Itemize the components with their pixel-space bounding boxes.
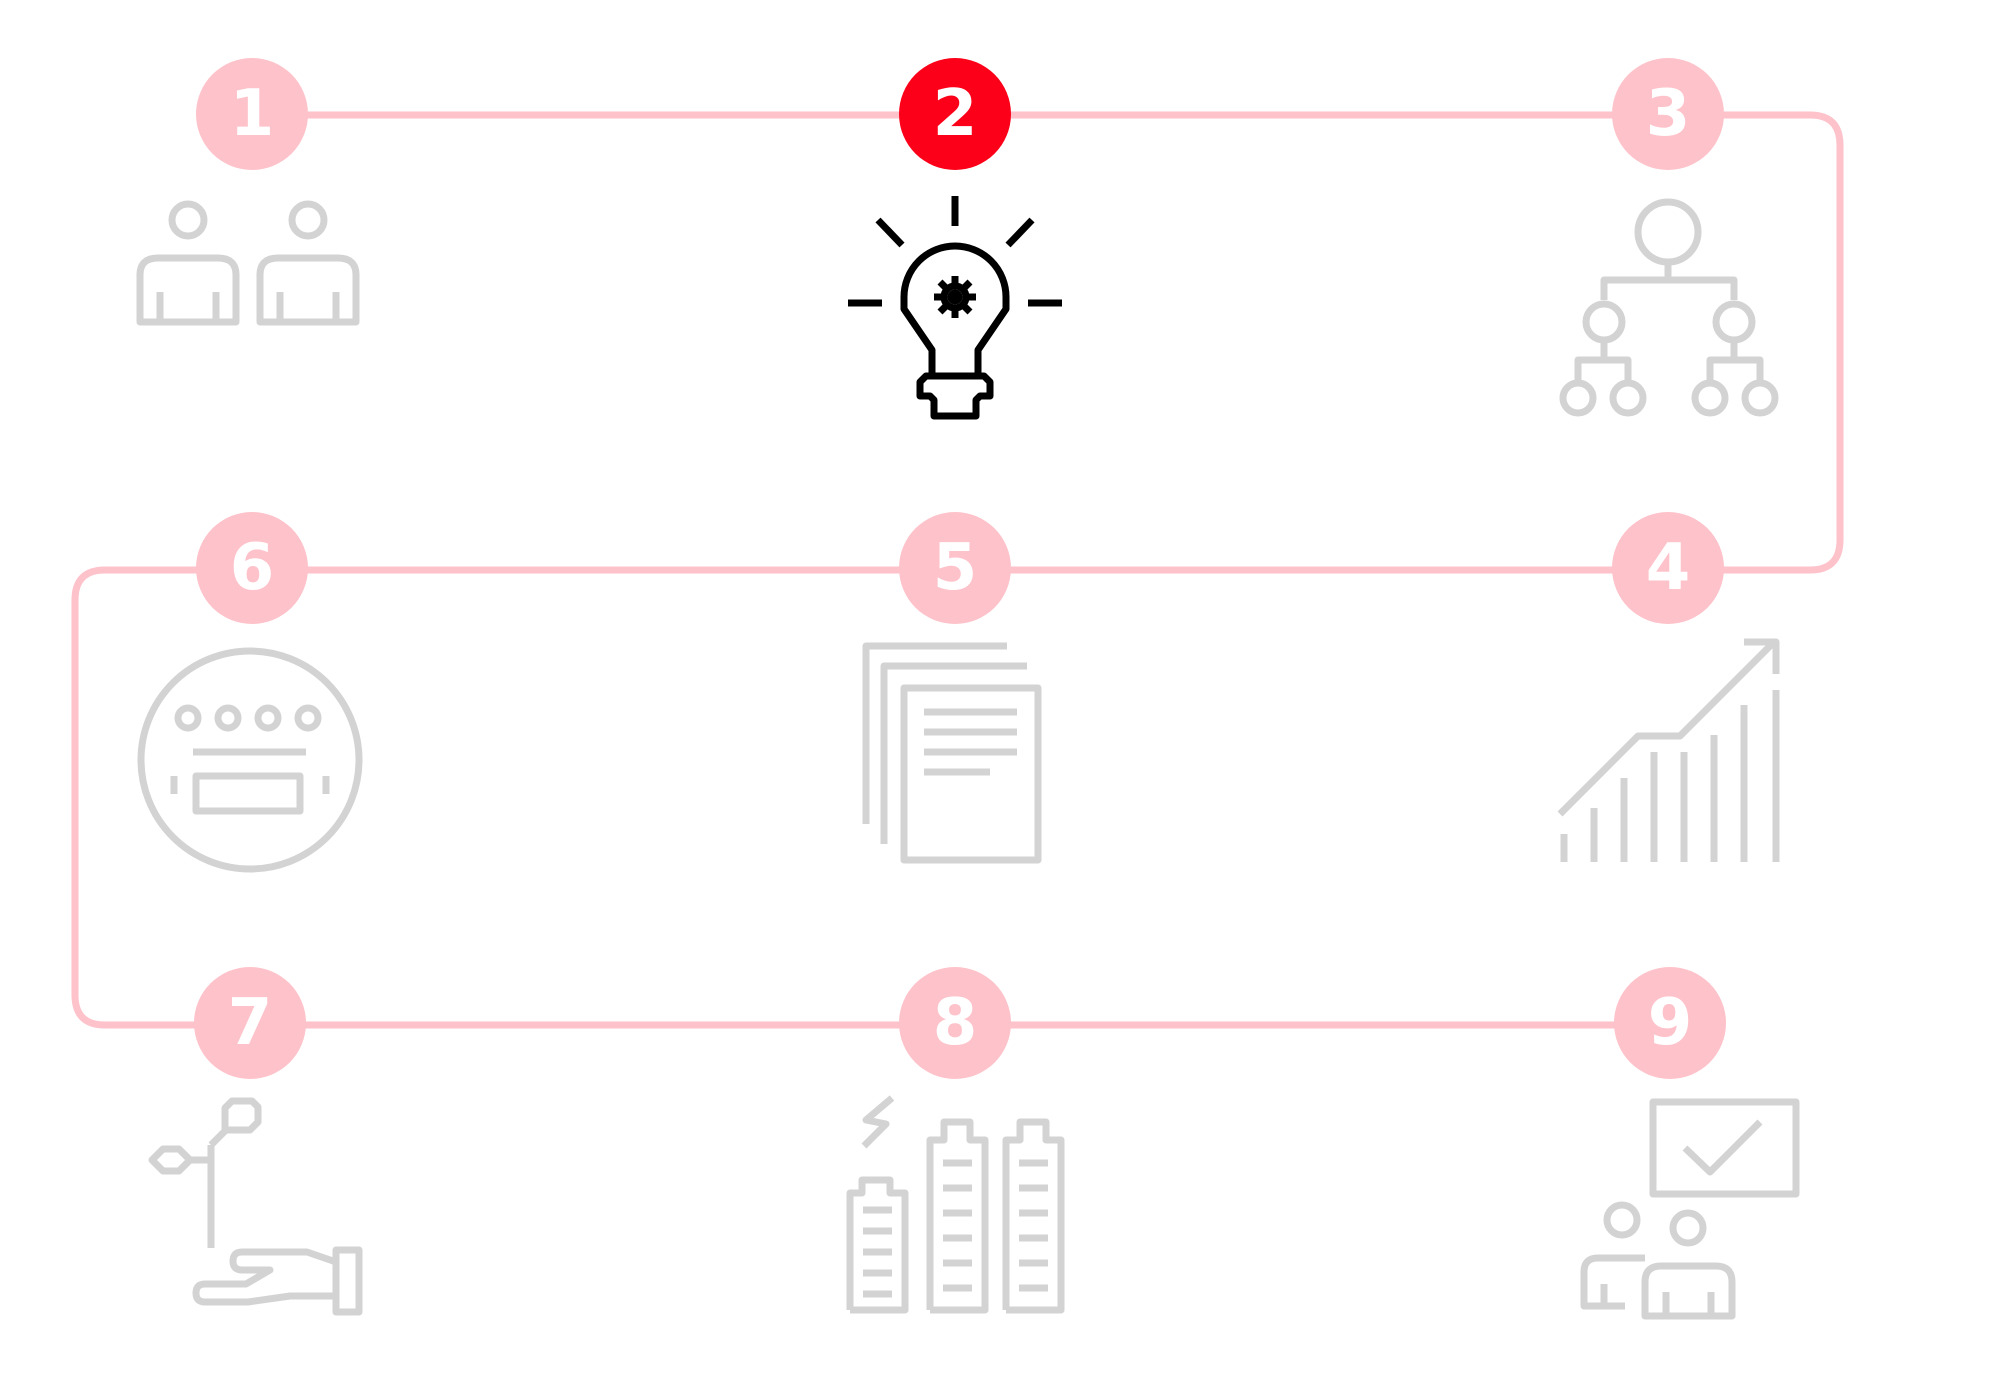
step-badge-5: 5 — [899, 512, 1011, 624]
step-badge-6: 6 — [196, 512, 308, 624]
step-badge-9: 9 — [1614, 967, 1726, 1079]
growth-bar-chart-icon — [1557, 638, 1780, 862]
step-badge-1: 1 — [196, 58, 308, 170]
step-badge-7: 7 — [194, 967, 306, 1079]
step-badge-2: 2 — [899, 58, 1011, 170]
lightbulb-gear-icon — [848, 196, 1062, 420]
meter-dial-icon — [137, 647, 363, 873]
step-badge-4: 4 — [1612, 512, 1724, 624]
people-pair-icon — [136, 200, 360, 326]
energy-batteries-icon — [846, 1095, 1065, 1314]
step-badge-8: 8 — [899, 967, 1011, 1079]
hand-holding-plant-icon — [148, 1097, 363, 1316]
step-badge-3: 3 — [1612, 58, 1724, 170]
document-stack-icon — [862, 642, 1042, 864]
presentation-audience-icon — [1580, 1098, 1800, 1320]
org-chart-icon — [1559, 198, 1779, 417]
